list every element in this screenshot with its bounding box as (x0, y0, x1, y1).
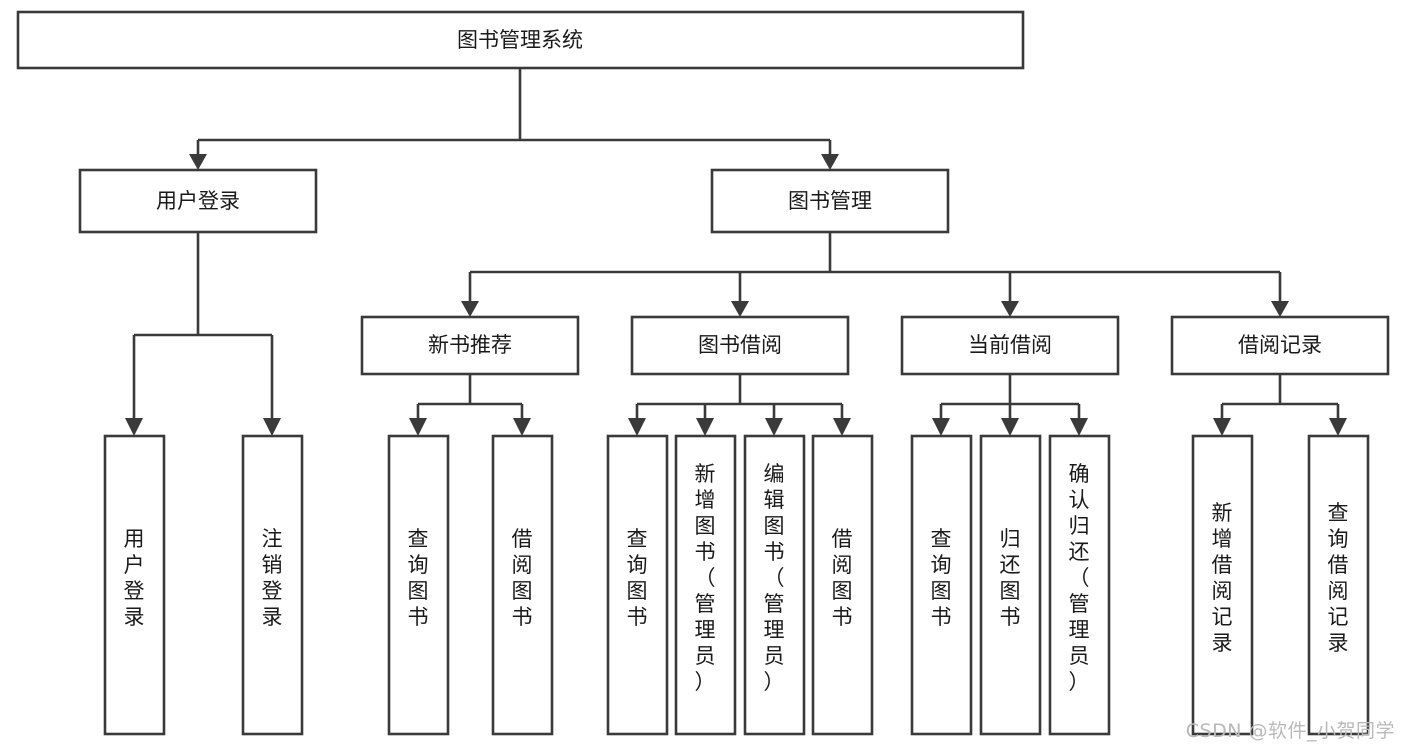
node-root-label: 图书管理系统 (457, 28, 583, 52)
node-user-login-box[interactable] (78, 168, 318, 234)
node-leaf-return-book-label: 归还图书 (1000, 527, 1021, 629)
node-leaf-add-book-admin[interactable]: 新增图书（管理员） (674, 434, 737, 736)
node-root[interactable]: 图书管理系统 (16, 10, 1025, 70)
node-leaf-borrow-book-2-box[interactable] (811, 434, 874, 736)
node-user-login-label: 用户登录 (156, 189, 240, 213)
node-user-login[interactable]: 用户登录 (78, 168, 318, 234)
node-leaf-borrow-book-1-label: 借阅图书 (512, 527, 533, 629)
node-leaf-query-book-2-label: 查询图书 (627, 527, 648, 629)
arrow-head-leaf-query-book-1 (409, 418, 427, 436)
node-leaf-user-login[interactable]: 用户登录 (103, 434, 166, 736)
node-leaf-query-book-3-label: 查询图书 (931, 527, 952, 629)
node-leaf-query-book-1[interactable]: 查询图书 (387, 434, 450, 736)
node-book-borrow-label: 图书借阅 (698, 333, 782, 357)
node-borrow-record-label: 借阅记录 (1238, 333, 1322, 357)
arrow-head-book-borrow (731, 301, 749, 317)
node-leaf-edit-book-admin[interactable]: 编辑图书（管理员） (743, 434, 806, 736)
node-leaf-edit-book-admin-box[interactable] (743, 434, 806, 736)
connector-group (125, 68, 1347, 436)
csdn-watermark: CSDN @软件_小贺同学 (1185, 720, 1395, 742)
node-book-management-label: 图书管理 (788, 189, 872, 213)
node-new-book-recommend-label: 新书推荐 (428, 333, 512, 357)
arrow-head-leaf-add-book-admin (696, 418, 714, 436)
node-leaf-confirm-return-admin-label: 确认归还（管理员） (1069, 462, 1090, 694)
node-leaf-confirm-return-admin[interactable]: 确认归还（管理员） (1048, 434, 1111, 736)
node-leaf-return-book-box[interactable] (979, 434, 1042, 736)
node-leaf-borrow-book-2[interactable]: 借阅图书 (811, 434, 874, 736)
node-leaf-add-borrow-record-label: 新增借阅记录 (1212, 501, 1233, 655)
arrow-head-leaf-edit-book-admin (765, 418, 783, 436)
node-leaf-add-book-admin-label: 新增图书（管理员） (695, 462, 716, 694)
arrow-head-leaf-query-book-3 (932, 418, 950, 436)
node-book-management[interactable]: 图书管理 (710, 168, 950, 234)
node-borrow-record[interactable]: 借阅记录 (1170, 315, 1390, 376)
node-current-borrow[interactable]: 当前借阅 (900, 315, 1120, 376)
node-book-borrow[interactable]: 图书借阅 (630, 315, 850, 376)
node-current-borrow-box[interactable] (900, 315, 1120, 376)
node-leaf-add-book-admin-box[interactable] (674, 434, 737, 736)
arrow-head-user-login (189, 154, 207, 170)
node-new-book-recommend-box[interactable] (360, 315, 580, 376)
node-leaf-logout-login-box[interactable] (241, 434, 304, 736)
node-leaf-borrow-book-1-box[interactable] (491, 434, 554, 736)
node-leaf-query-book-2[interactable]: 查询图书 (606, 434, 669, 736)
node-leaf-query-book-3-box[interactable] (910, 434, 973, 736)
arrow-head-leaf-query-book-2 (628, 418, 646, 436)
arrow-head-current-borrow (1001, 301, 1019, 317)
node-leaf-borrow-book-1[interactable]: 借阅图书 (491, 434, 554, 736)
node-leaf-query-borrow-record-label: 查询借阅记录 (1328, 501, 1349, 655)
node-leaf-confirm-return-admin-box[interactable] (1048, 434, 1111, 736)
node-root-box[interactable] (16, 10, 1025, 70)
arrow-head-leaf-logout-login (263, 418, 281, 436)
node-leaf-query-book-1-label: 查询图书 (408, 527, 429, 629)
node-borrow-record-box[interactable] (1170, 315, 1390, 376)
node-leaf-logout-login-label: 注销登录 (262, 527, 283, 629)
arrow-head-leaf-user-login (125, 418, 143, 436)
node-book-management-box[interactable] (710, 168, 950, 234)
node-leaf-query-borrow-record[interactable]: 查询借阅记录 (1307, 434, 1370, 736)
arrow-head-leaf-borrow-book-2 (833, 418, 851, 436)
node-leaf-borrow-book-2-label: 借阅图书 (832, 527, 853, 629)
node-leaf-query-book-3[interactable]: 查询图书 (910, 434, 973, 736)
arrow-head-new-book-recommend (461, 301, 479, 317)
arrow-head-leaf-add-borrow-record (1213, 418, 1231, 436)
arrow-head-book-management (821, 154, 839, 170)
node-leaf-add-borrow-record-box[interactable] (1191, 434, 1254, 736)
arrow-head-leaf-query-borrow-record (1329, 418, 1347, 436)
node-leaf-user-login-box[interactable] (103, 434, 166, 736)
node-leaf-query-borrow-record-box[interactable] (1307, 434, 1370, 736)
node-book-borrow-box[interactable] (630, 315, 850, 376)
node-leaf-query-book-1-box[interactable] (387, 434, 450, 736)
arrow-head-leaf-return-book (1001, 418, 1019, 436)
node-leaf-return-book[interactable]: 归还图书 (979, 434, 1042, 736)
arrow-head-leaf-confirm-return-admin (1070, 418, 1088, 436)
arrow-head-leaf-borrow-book-1 (513, 418, 531, 436)
node-current-borrow-label: 当前借阅 (968, 333, 1052, 357)
node-leaf-logout-login[interactable]: 注销登录 (241, 434, 304, 736)
node-leaf-user-login-label: 用户登录 (124, 527, 145, 629)
node-new-book-recommend[interactable]: 新书推荐 (360, 315, 580, 376)
node-leaf-add-borrow-record[interactable]: 新增借阅记录 (1191, 434, 1254, 736)
node-leaf-edit-book-admin-label: 编辑图书（管理员） (764, 462, 785, 694)
node-leaf-query-book-2-box[interactable] (606, 434, 669, 736)
arrow-head-borrow-record (1271, 301, 1289, 317)
